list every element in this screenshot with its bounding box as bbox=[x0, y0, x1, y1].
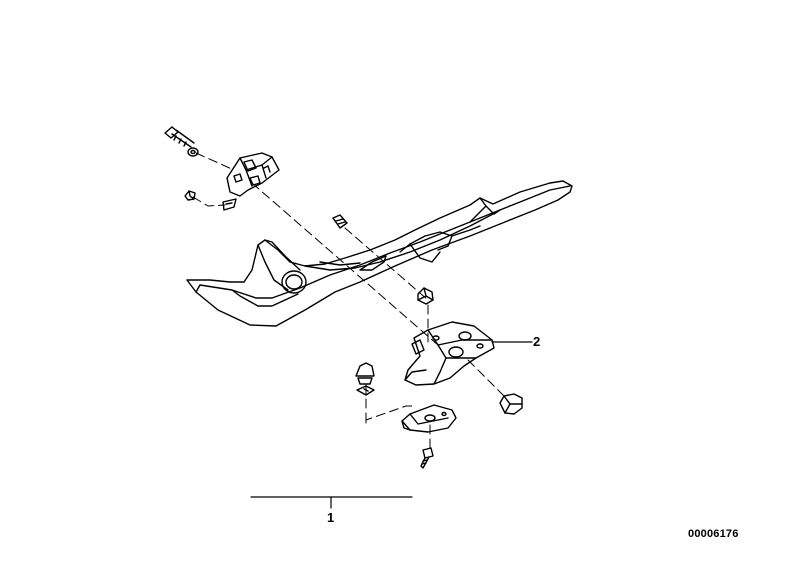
callout-label-2: 2 bbox=[533, 334, 541, 349]
plate-icon bbox=[401, 404, 457, 433]
grommet-icon bbox=[184, 190, 196, 201]
holder bbox=[404, 321, 495, 386]
screw-icon bbox=[420, 447, 434, 469]
washer-icon bbox=[187, 147, 199, 157]
bracket-icon bbox=[226, 152, 280, 197]
clip-icon bbox=[222, 198, 237, 211]
callout-label-1: 1 bbox=[327, 510, 335, 525]
square-nut-icon bbox=[356, 385, 375, 396]
push-pin-icon bbox=[355, 362, 375, 385]
bolt-icon bbox=[164, 126, 195, 148]
knob-icon bbox=[499, 393, 523, 415]
callout-bracket-1 bbox=[250, 496, 413, 509]
stud-bolt-icon bbox=[332, 214, 348, 229]
assembly-lines bbox=[192, 152, 505, 451]
support-rail bbox=[186, 180, 573, 327]
nut-icon bbox=[417, 287, 434, 305]
diagram-id: 00006176 bbox=[688, 528, 739, 540]
